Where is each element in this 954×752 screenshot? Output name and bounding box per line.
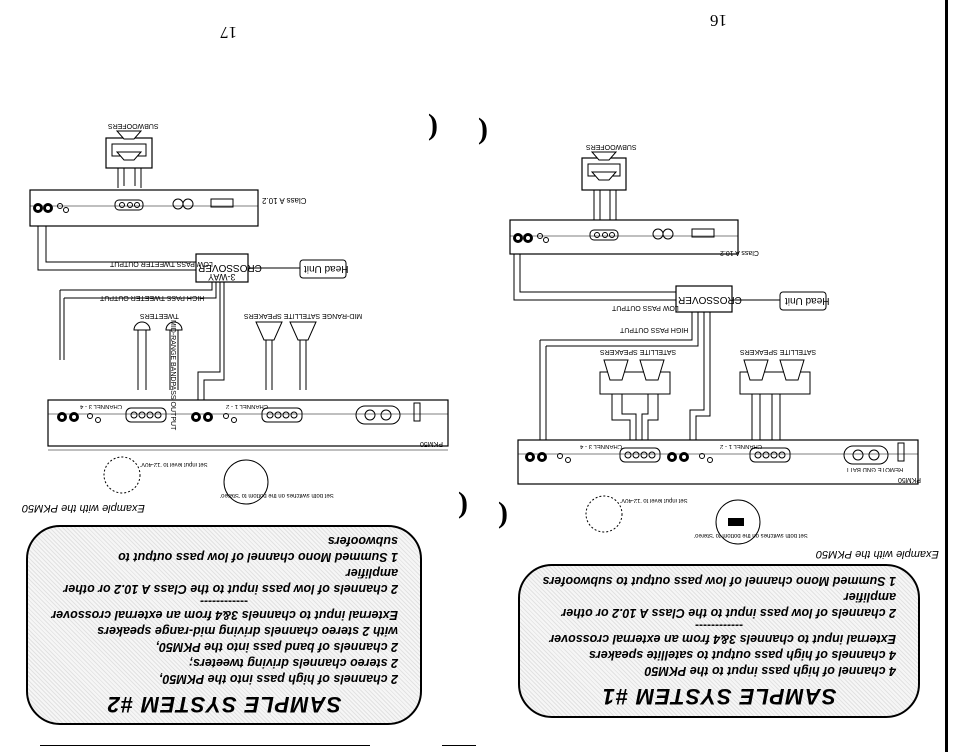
label-channel-12-right: CHANNEL 1 - 2 — [720, 443, 763, 449]
page-edge — [945, 0, 948, 752]
label-head-unit: Head Unit — [785, 295, 830, 306]
label-satellites-a: SATELLITE SPEAKERS — [600, 348, 677, 355]
system1-line: 4 channels of high pass output to satell… — [588, 648, 896, 662]
label-crossover: CROSSOVER — [678, 294, 742, 305]
bottom-rule-left — [40, 745, 370, 746]
label-low-pass: LOW PASS OUTPUT — [612, 304, 679, 311]
sample-system-1-box: SAMPLE SYSTEM #1 4 channel of high pass … — [518, 564, 920, 718]
example-caption-right: Example with the PKM50 — [816, 548, 939, 560]
system1-line: External input to channels 3&4 from an e… — [549, 632, 896, 646]
label-amp-right: PKM50 — [898, 476, 921, 483]
system1-line: 2 channels of low pass input to the Clas… — [561, 590, 896, 620]
label-subwoofers: SUBWOOFERS — [586, 143, 637, 150]
system1-separator: ------------ — [695, 619, 743, 633]
note-switches-right: Set both switches on the bottom to 'Ster… — [694, 532, 808, 538]
sample-system-1-title: SAMPLE SYSTEM #1 — [601, 684, 837, 709]
label-channel-34-right: CHANNEL 3 - 4 — [580, 443, 623, 449]
sample-system-2-box: SAMPLE SYSTEM #2 2 channels of high pass… — [26, 525, 422, 725]
bottom-rule-mid — [442, 745, 476, 746]
label-sockets: REMOTE GND BATT — [846, 466, 904, 472]
system1-line: 4 channel of high pass input to the PKM5… — [644, 664, 896, 678]
label-satellites-b: SATELLITE SPEAKERS — [740, 348, 817, 355]
system1-line: 1 Summed Mono channel of low pass output… — [542, 574, 897, 588]
label-class-a: Class A 10.2 — [720, 249, 759, 256]
label-high-pass: HIGH PASS OUTPUT — [620, 326, 689, 333]
note-input-level-right: Set input level to '12-40V' — [620, 497, 688, 503]
